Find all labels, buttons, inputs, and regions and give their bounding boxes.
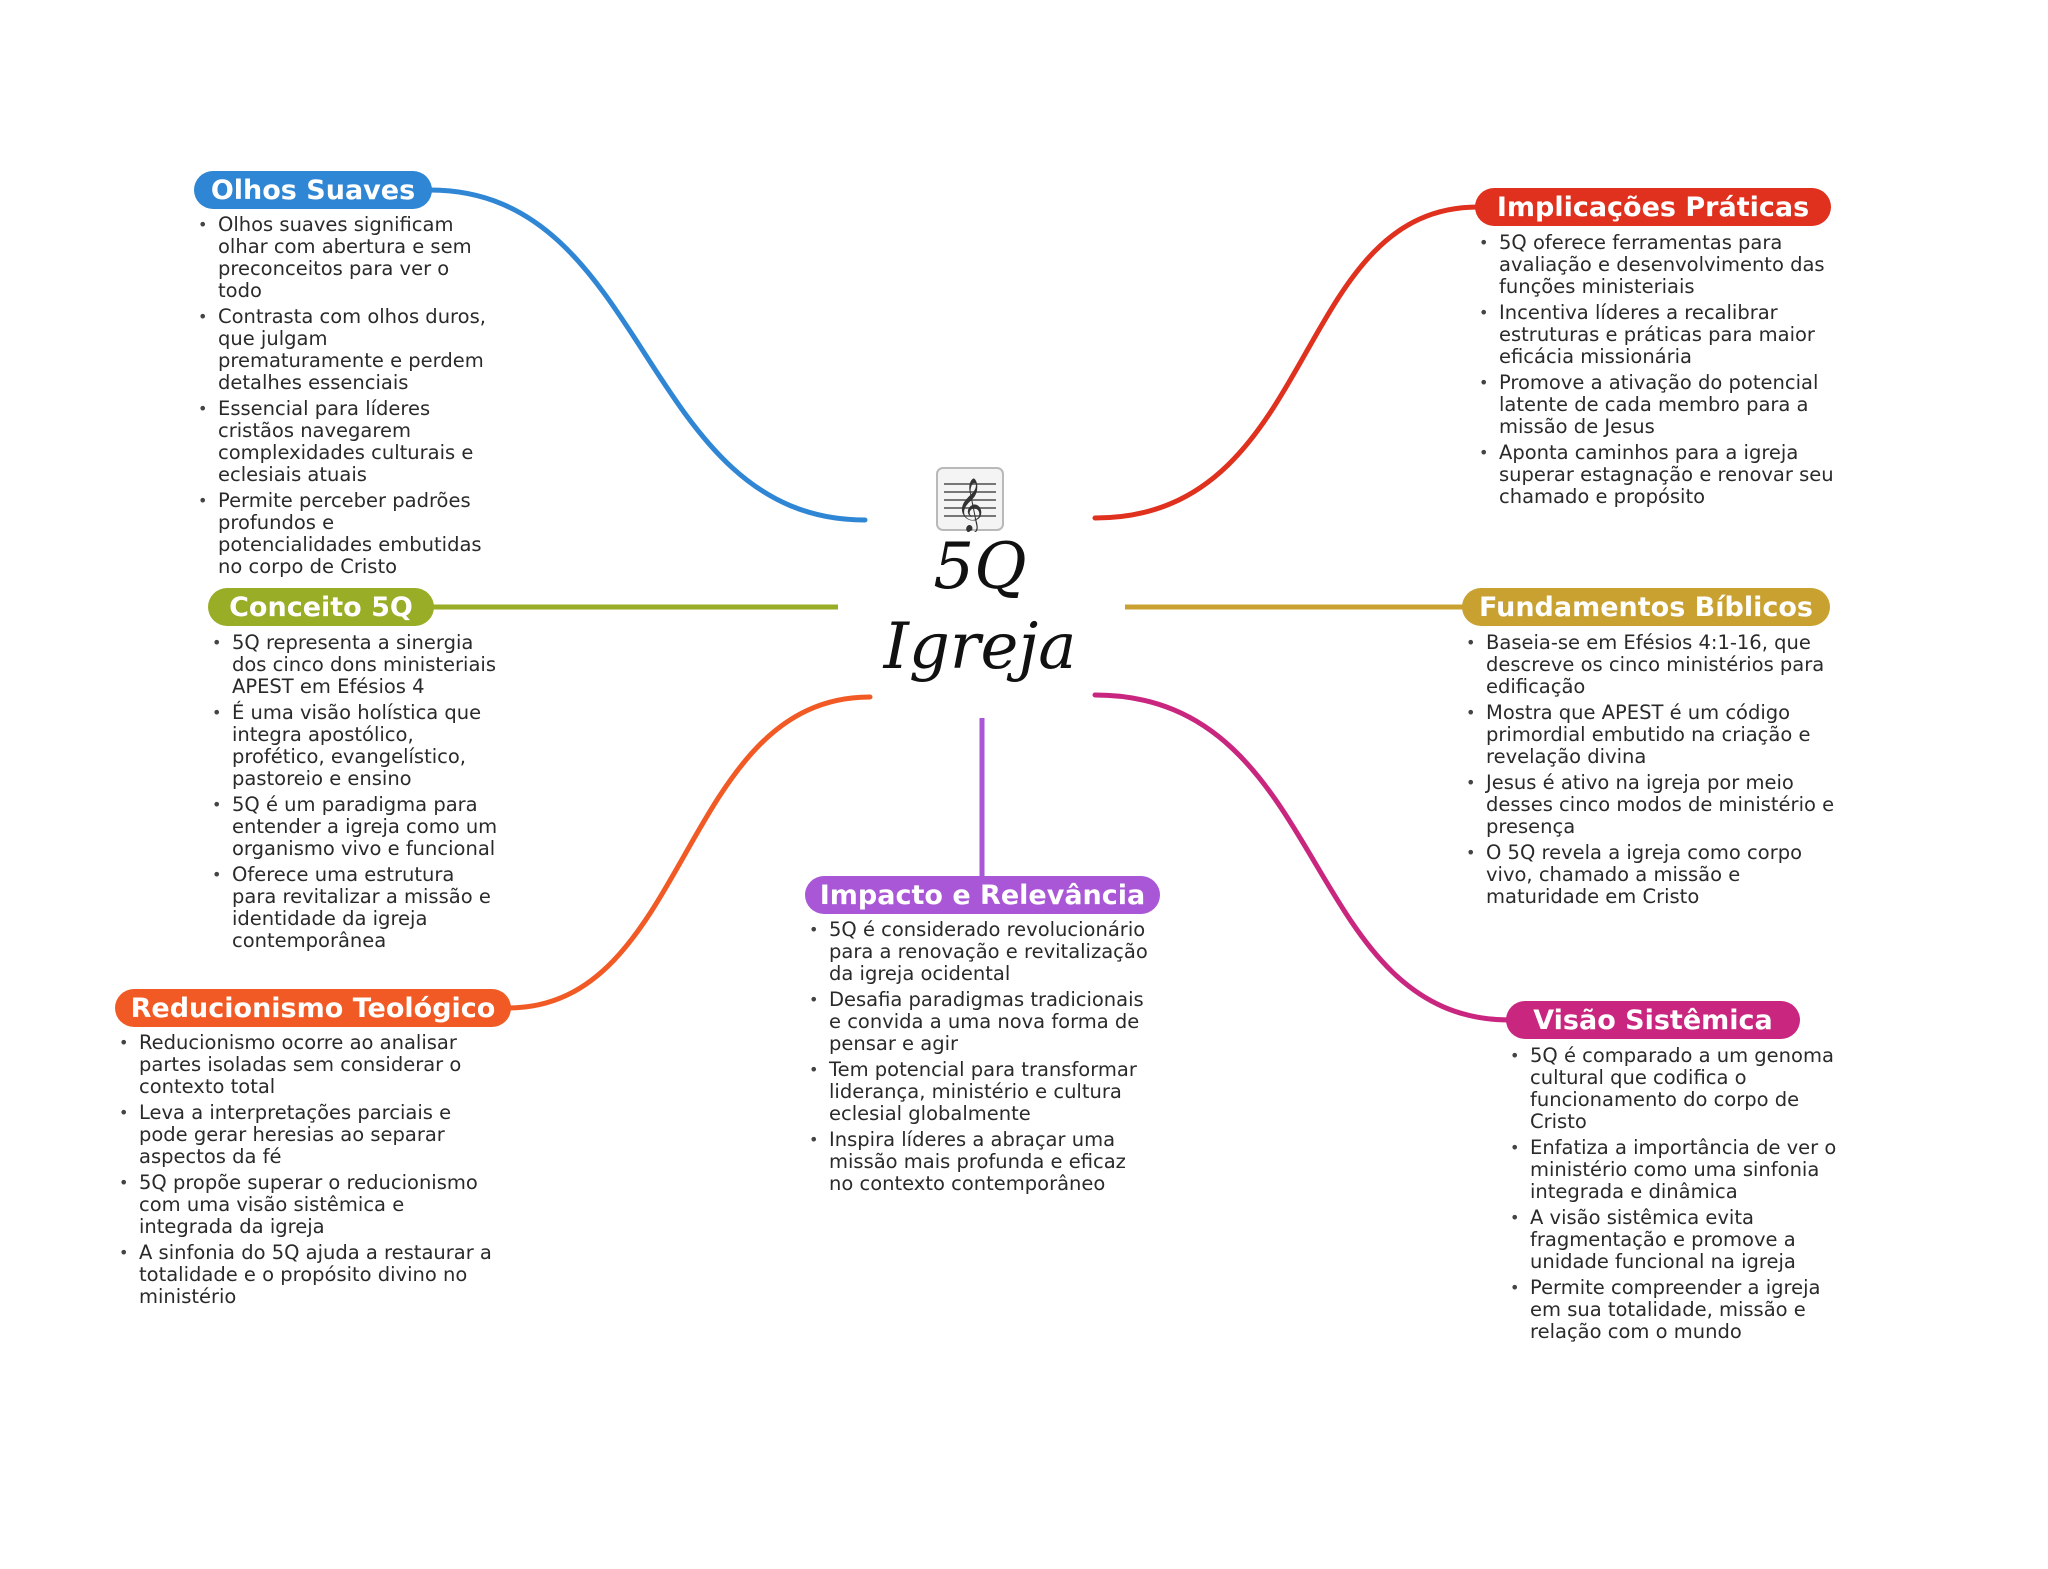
topic-implicacoes-praticas-notes: 5Q oferece ferramentas para avaliação e … bbox=[1475, 232, 1850, 512]
topic-implicacoes-praticas[interactable]: Implicações Práticas bbox=[1475, 188, 1831, 226]
note-item: Enfatiza a importância de ver o ministér… bbox=[1506, 1137, 1856, 1203]
topic-visao-sistemica-notes: 5Q é comparado a um genoma cultural que … bbox=[1506, 1045, 1856, 1347]
note-item: 5Q é considerado revolucionário para a r… bbox=[805, 919, 1150, 985]
topic-label: Reducionismo Teológico bbox=[130, 992, 496, 1024]
note-item: 5Q propõe superar o reducionismo com uma… bbox=[115, 1172, 495, 1238]
note-item: Tem potencial para transformar liderança… bbox=[805, 1059, 1150, 1125]
note-item: Mostra que APEST é um código primordial … bbox=[1462, 702, 1837, 768]
note-item: 5Q é comparado a um genoma cultural que … bbox=[1506, 1045, 1856, 1133]
note-item: Olhos suaves significam olhar com abertu… bbox=[194, 214, 494, 302]
note-item: Jesus é ativo na igreja por meio desses … bbox=[1462, 772, 1837, 838]
topic-label: Fundamentos Bíblicos bbox=[1479, 591, 1813, 623]
note-item: Promove a ativação do potencial latente … bbox=[1475, 372, 1850, 438]
topic-label: Visão Sistêmica bbox=[1533, 1004, 1773, 1036]
topic-conceito-5q[interactable]: Conceito 5Q bbox=[208, 588, 434, 626]
topic-visao-sistemica[interactable]: Visão Sistêmica bbox=[1506, 1001, 1800, 1039]
topic-reducionismo-teologico-notes: Reducionismo ocorre ao analisar partes i… bbox=[115, 1032, 495, 1312]
topic-reducionismo-teologico[interactable]: Reducionismo Teológico bbox=[115, 989, 511, 1027]
note-item: Inspira líderes a abraçar uma missão mai… bbox=[805, 1129, 1150, 1195]
note-item: Leva a interpretações parciais e pode ge… bbox=[115, 1102, 495, 1168]
note-item: Incentiva líderes a recalibrar estrutura… bbox=[1475, 302, 1850, 368]
topic-fundamentos-biblicos-notes: Baseia-se em Efésios 4:1-16, que descrev… bbox=[1462, 632, 1837, 912]
topic-label: Impacto e Relevância bbox=[819, 879, 1146, 911]
topic-impacto-e-relevancia-notes: 5Q é considerado revolucionário para a r… bbox=[805, 919, 1150, 1199]
note-item: Aponta caminhos para a igreja superar es… bbox=[1475, 442, 1850, 508]
note-item: Essencial para líderes cristãos navegare… bbox=[194, 398, 494, 486]
note-item: Permite compreender a igreja em sua tota… bbox=[1506, 1277, 1856, 1343]
connector-reducionismo bbox=[505, 694, 873, 1011]
note-item: Permite perceber padrões profundos e pot… bbox=[194, 490, 494, 578]
note-item: Reducionismo ocorre ao analisar partes i… bbox=[115, 1032, 495, 1098]
note-item: Baseia-se em Efésios 4:1-16, que descrev… bbox=[1462, 632, 1837, 698]
topic-label: Conceito 5Q bbox=[229, 591, 413, 623]
note-item: Oferece uma estrutura para revitalizar a… bbox=[208, 864, 498, 952]
topic-label: Implicações Práticas bbox=[1496, 191, 1810, 223]
topic-conceito-5q-notes: 5Q representa a sinergia dos cinco dons … bbox=[208, 632, 498, 956]
note-item: O 5Q revela a igreja como corpo vivo, ch… bbox=[1462, 842, 1837, 908]
center-title-5q: 5Q bbox=[933, 530, 1027, 604]
topic-label: Olhos Suaves bbox=[210, 174, 416, 206]
note-item: Contrasta com olhos duros, que julgam pr… bbox=[194, 306, 494, 394]
note-item: Desafia paradigmas tradicionais e convid… bbox=[805, 989, 1150, 1055]
note-item: 5Q é um paradigma para entender a igreja… bbox=[208, 794, 498, 860]
note-item: 5Q oferece ferramentas para avaliação e … bbox=[1475, 232, 1850, 298]
note-item: É uma visão holística que integra apostó… bbox=[208, 702, 498, 790]
topic-olhos-suaves-notes: Olhos suaves significam olhar com abertu… bbox=[194, 214, 494, 582]
note-item: 5Q representa a sinergia dos cinco dons … bbox=[208, 632, 498, 698]
sheet-music-treble-clef-icon: 𝄞 bbox=[936, 467, 1004, 532]
topic-olhos-suaves[interactable]: Olhos Suaves bbox=[194, 171, 432, 209]
note-item: A sinfonia do 5Q ajuda a restaurar a tot… bbox=[115, 1242, 495, 1308]
center-title-igreja: Igreja bbox=[883, 610, 1077, 684]
topic-fundamentos-biblicos[interactable]: Fundamentos Bíblicos bbox=[1462, 588, 1830, 626]
svg-text:𝄞: 𝄞 bbox=[956, 477, 983, 532]
connector-implicacoes bbox=[1092, 204, 1481, 521]
connector-visao bbox=[1092, 692, 1513, 1023]
topic-impacto-e-relevancia[interactable]: Impacto e Relevância bbox=[805, 876, 1160, 914]
connector-olhos bbox=[427, 187, 868, 523]
note-item: A visão sistêmica evita fragmentação e p… bbox=[1506, 1207, 1856, 1273]
